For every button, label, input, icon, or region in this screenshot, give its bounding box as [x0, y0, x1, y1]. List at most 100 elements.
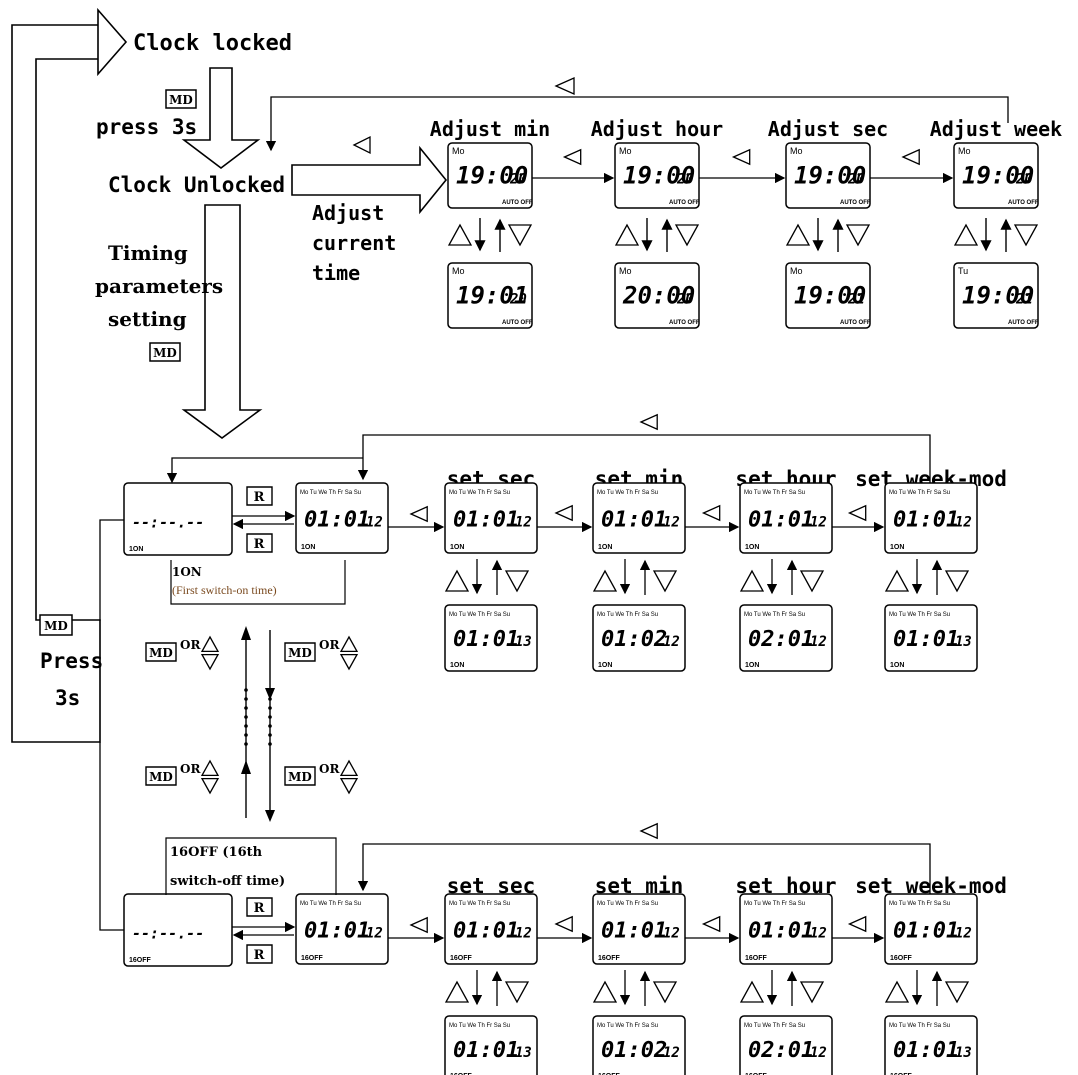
lcd-seconds: 12 — [810, 514, 827, 530]
right-arrow-adjust — [292, 148, 446, 212]
lcd-seconds: 20 — [676, 291, 694, 307]
dot — [244, 742, 248, 746]
lcd-top-text: Mo — [452, 146, 465, 156]
down-triangle-icon — [946, 982, 968, 1002]
dot — [244, 688, 248, 692]
lcd-top-text: Mo — [619, 146, 632, 156]
dot — [244, 724, 248, 728]
lcd-seconds: 12 — [810, 1045, 827, 1061]
return-line — [357, 844, 930, 894]
lcd-time: 02:01 — [748, 627, 814, 652]
clock-step-title: Adjust hour — [591, 117, 723, 141]
or-label: OR — [180, 638, 201, 652]
outer-loop — [12, 10, 126, 742]
lcd-index: 1ON — [598, 544, 612, 551]
or-label: OR — [180, 762, 201, 776]
lcd-seconds: 12 — [366, 514, 383, 530]
lcd-time: 01:01 — [601, 918, 667, 943]
up-triangle-icon — [594, 571, 616, 591]
return-line — [357, 435, 930, 483]
up-triangle-icon — [446, 982, 468, 1002]
down-triangle-icon — [509, 225, 531, 245]
lcd-top-text: Mo Tu We Th Fr Sa Su — [449, 612, 510, 618]
lcd-time: 19:00 — [962, 161, 1034, 189]
back-triangle-icon — [556, 78, 574, 94]
lcd-seconds: 13 — [515, 634, 532, 650]
lcd-seconds: 20 — [1015, 171, 1033, 187]
r-button — [247, 945, 272, 963]
r-button-label: R — [254, 537, 265, 552]
down-triangle-icon — [506, 571, 528, 591]
lcd-top-text: Mo Tu We Th Fr Sa Su — [889, 901, 950, 907]
lcd-tag: AUTO OFF — [669, 320, 700, 326]
lcd-time: 02:01 — [748, 1038, 814, 1063]
lcd-time: 19:01 — [456, 281, 528, 309]
or-label: OR — [319, 638, 340, 652]
left-triangle-icon — [565, 150, 581, 164]
r-button-label: R — [254, 948, 265, 963]
lcd-top-text: Mo — [619, 266, 632, 276]
lcd-index: 16OFF — [450, 955, 473, 962]
adjust-current-time-line1: Adjust — [312, 201, 384, 225]
svg-text:MD: MD — [44, 619, 68, 633]
up-triangle-icon — [449, 225, 471, 245]
lcd-tag: AUTO OFF — [1008, 200, 1039, 206]
svg-text:MD: MD — [153, 346, 177, 360]
sixteenth-off-bracket — [166, 838, 336, 895]
lcd-time: 19:00 — [794, 281, 866, 309]
lcd-top-text: Tu — [958, 266, 968, 276]
lcd-top-text: Mo Tu We Th Fr Sa Su — [889, 490, 950, 496]
return-to-blank — [166, 458, 363, 484]
down-arrow-to-unlocked — [184, 68, 258, 168]
lcd-time: --:--.-- — [132, 514, 204, 532]
lcd-time: 01:01 — [893, 627, 959, 652]
timing-line2: parameters — [95, 274, 223, 298]
down-triangle-icon — [341, 779, 357, 793]
md-or-control: MD OR — [146, 637, 218, 669]
lcd-seconds: 12 — [515, 514, 532, 530]
down-triangle-icon — [1015, 225, 1037, 245]
lcd-seconds: 12 — [663, 634, 680, 650]
lcd-top-text: Mo Tu We Th Fr Sa Su — [449, 1023, 510, 1029]
up-triangle-icon — [202, 637, 218, 651]
press-left-line2: 3s — [55, 686, 80, 710]
lcd-time: 01:01 — [304, 918, 370, 943]
first-on-bracket — [171, 560, 345, 604]
lcd-index: 1ON — [598, 662, 612, 669]
lcd-index: 1ON — [890, 662, 904, 669]
dot — [268, 733, 272, 737]
lcd-seconds: 12 — [663, 514, 680, 530]
lcd-top-text: Mo Tu We Th Fr Sa Su — [597, 1023, 658, 1029]
lcd-top-text: Mo — [958, 146, 971, 156]
lcd-time: 19:00 — [623, 161, 695, 189]
lcd-index: 16OFF — [890, 955, 913, 962]
r-button-pair: RR — [247, 487, 272, 552]
left-triangle-icon — [850, 917, 866, 931]
left-triangle-icon — [411, 918, 427, 932]
up-triangle-icon — [886, 571, 908, 591]
clock-unlocked-label: Clock Unlocked — [108, 173, 285, 197]
md-button-label: MD — [288, 770, 312, 784]
md-button-label: MD — [288, 646, 312, 660]
lcd-index: 16OFF — [745, 1073, 768, 1075]
lcd-index: 1ON — [745, 662, 759, 669]
down-triangle-icon — [202, 779, 218, 793]
lcd-index: 1ON — [129, 546, 143, 553]
lcd-time: 01:01 — [453, 918, 519, 943]
md-button-label: MD — [149, 646, 173, 660]
lcd-seconds: 12 — [955, 925, 972, 941]
